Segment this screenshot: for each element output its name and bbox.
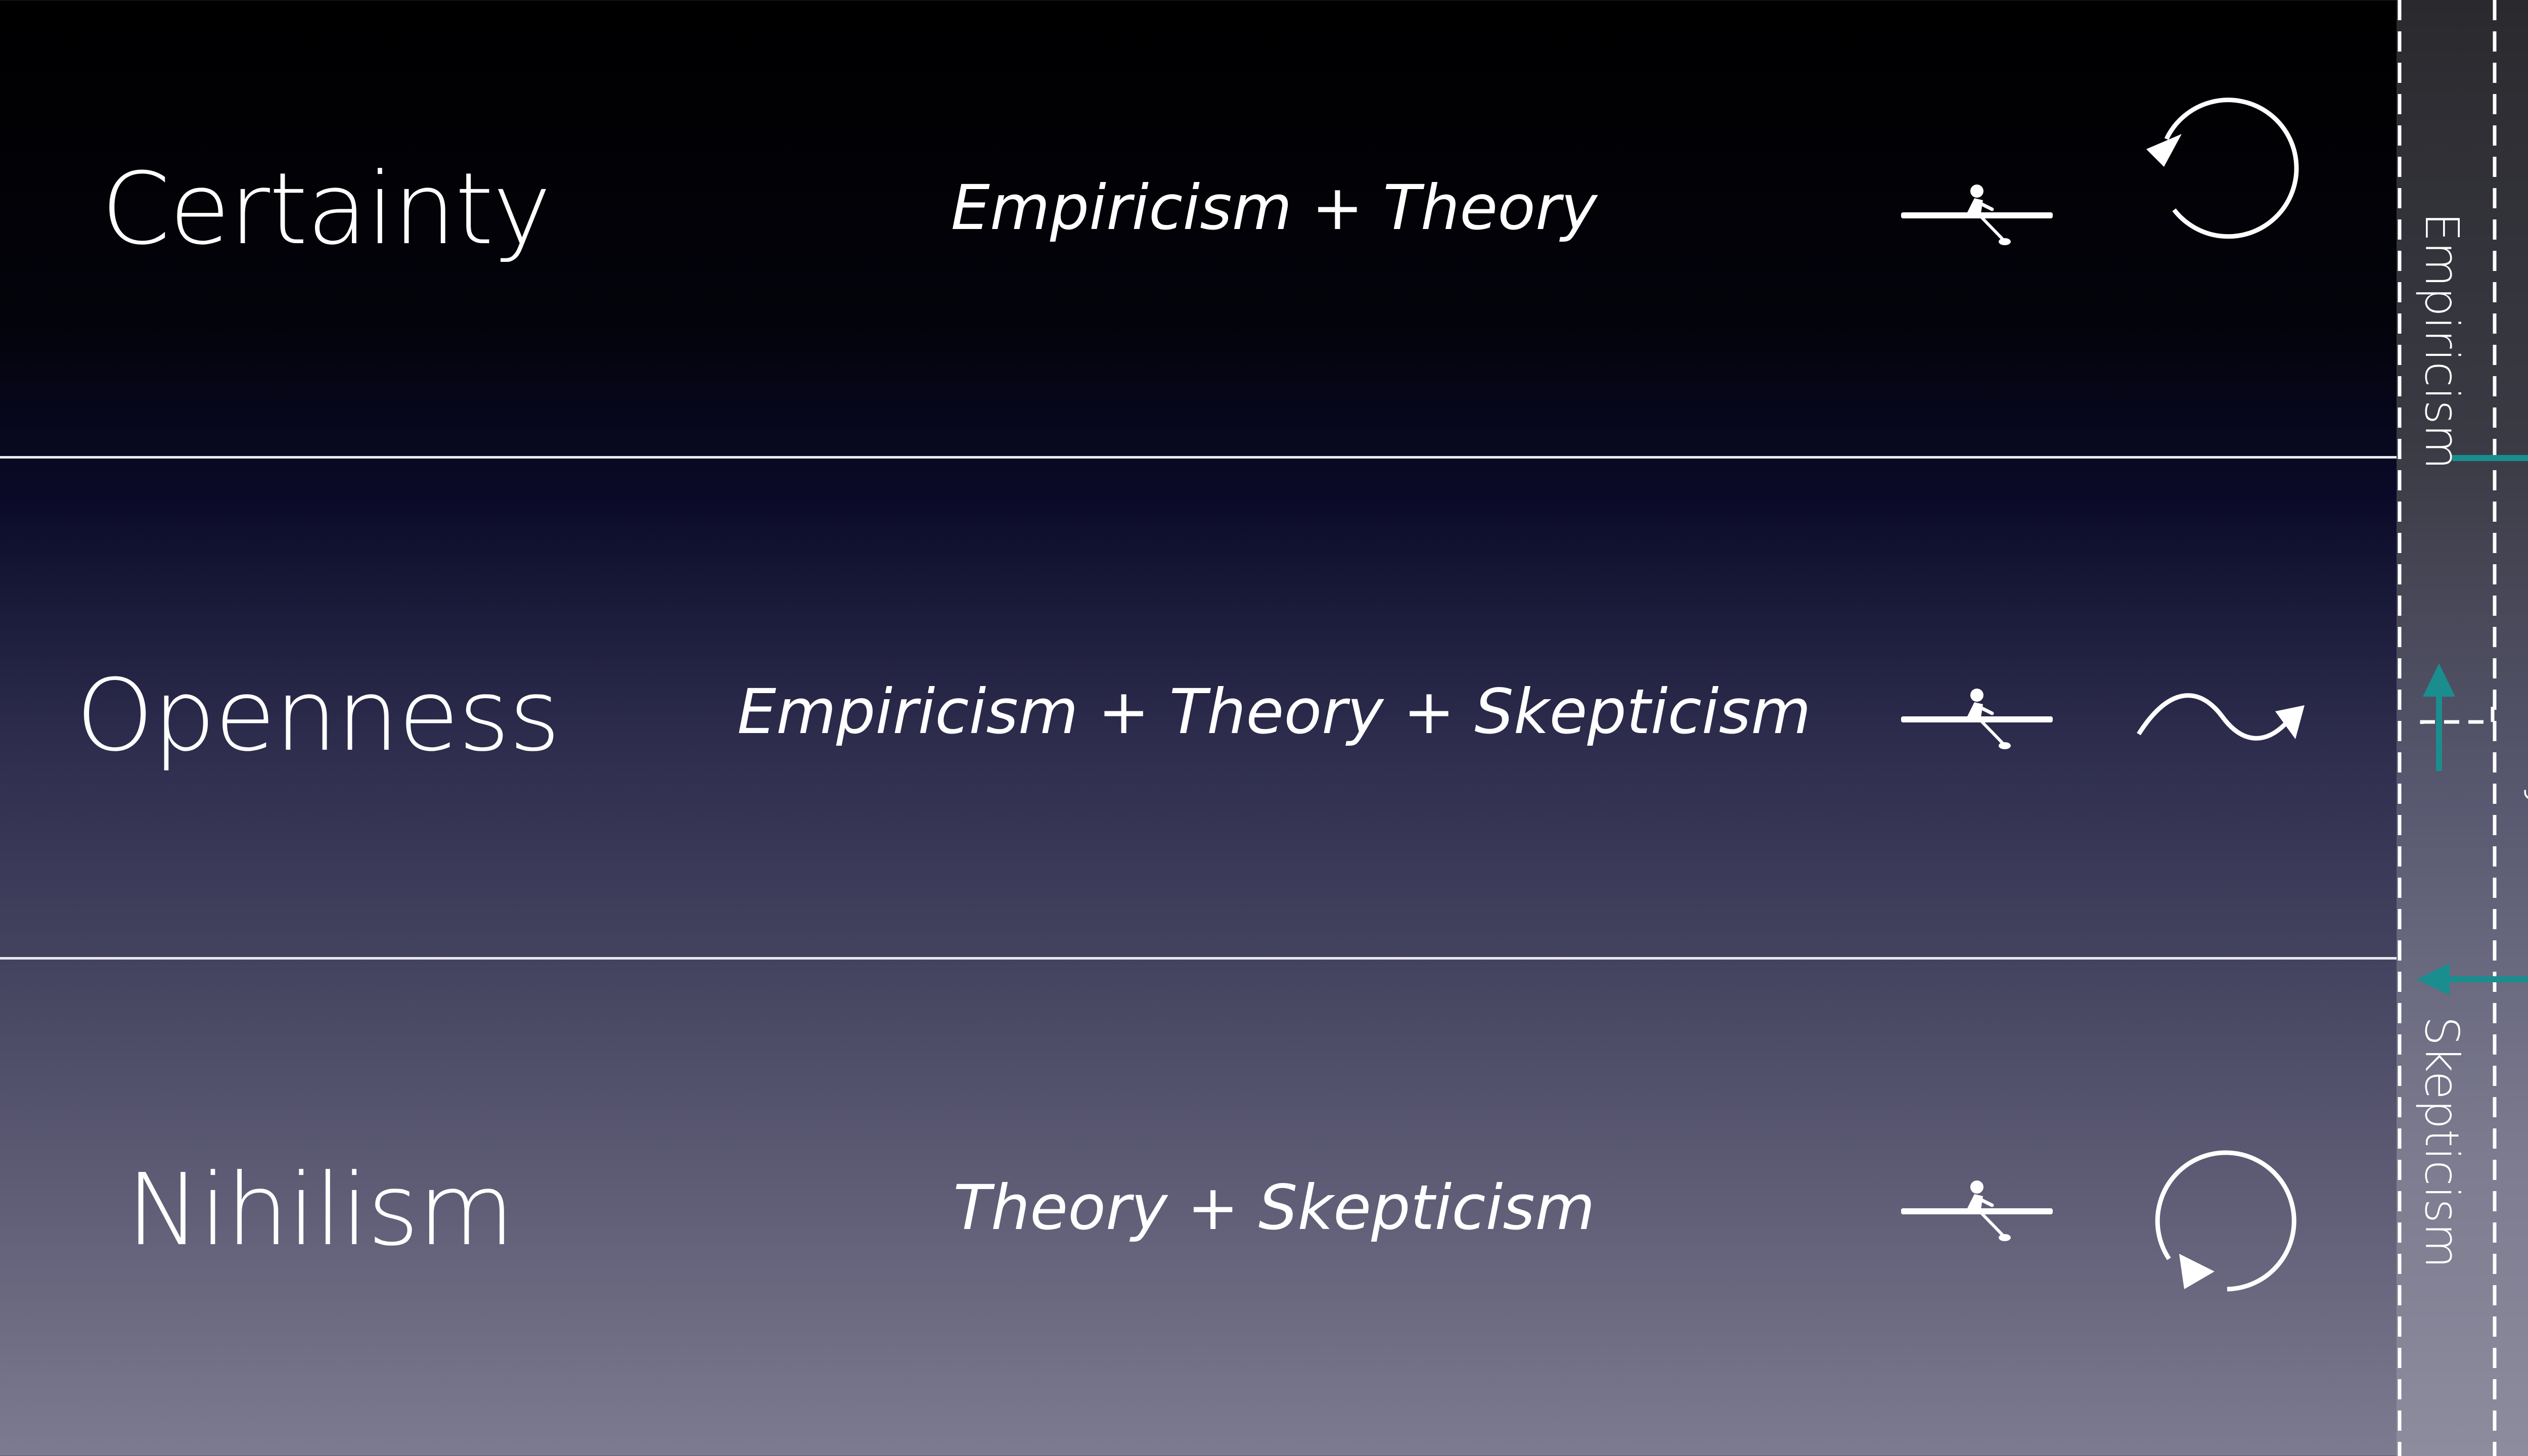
dashed-bracket <box>2420 705 2495 724</box>
side-panel: Empiricism Theory Skepticism <box>2397 0 2528 1456</box>
wave-arrow-icon <box>2137 693 2305 741</box>
row-certainty: Certainty Empiricism + Theory <box>0 0 2397 502</box>
row-label: Openness <box>76 658 561 774</box>
row-divider <box>0 957 2397 960</box>
row-formula: Empiricism + Theory + Skepticism <box>737 676 1811 748</box>
rowing-boat-icon <box>1901 1180 2053 1241</box>
row-openness: Openness Empiricism + Theory + Skepticis… <box>0 459 2397 961</box>
circular-arrow-icon <box>2155 1150 2296 1292</box>
row-label: Nihilism <box>126 1153 515 1268</box>
row-formula: Theory + Skepticism <box>953 1172 1595 1244</box>
arrow-up-icon <box>2423 663 2455 771</box>
skepticism-label: Skepticism <box>2415 1016 2469 1268</box>
rowing-boat-icon <box>1901 185 2053 245</box>
arrow-left-icon <box>2417 963 2528 995</box>
side-panel-lines <box>2398 0 2528 1456</box>
row-label: Certainty <box>101 152 551 267</box>
empiricism-label: Empiricism <box>2415 212 2469 470</box>
theory-label: Theory <box>2522 652 2528 814</box>
row-nihilism: Nihilism Theory + Skepticism <box>0 961 2397 1456</box>
circular-arrow-icon <box>2146 98 2299 239</box>
arrow-right-icon <box>2452 455 2528 461</box>
row-formula: Empiricism + Theory <box>951 172 1598 244</box>
rowing-boat-icon <box>1901 689 2053 749</box>
row-divider <box>0 456 2397 459</box>
